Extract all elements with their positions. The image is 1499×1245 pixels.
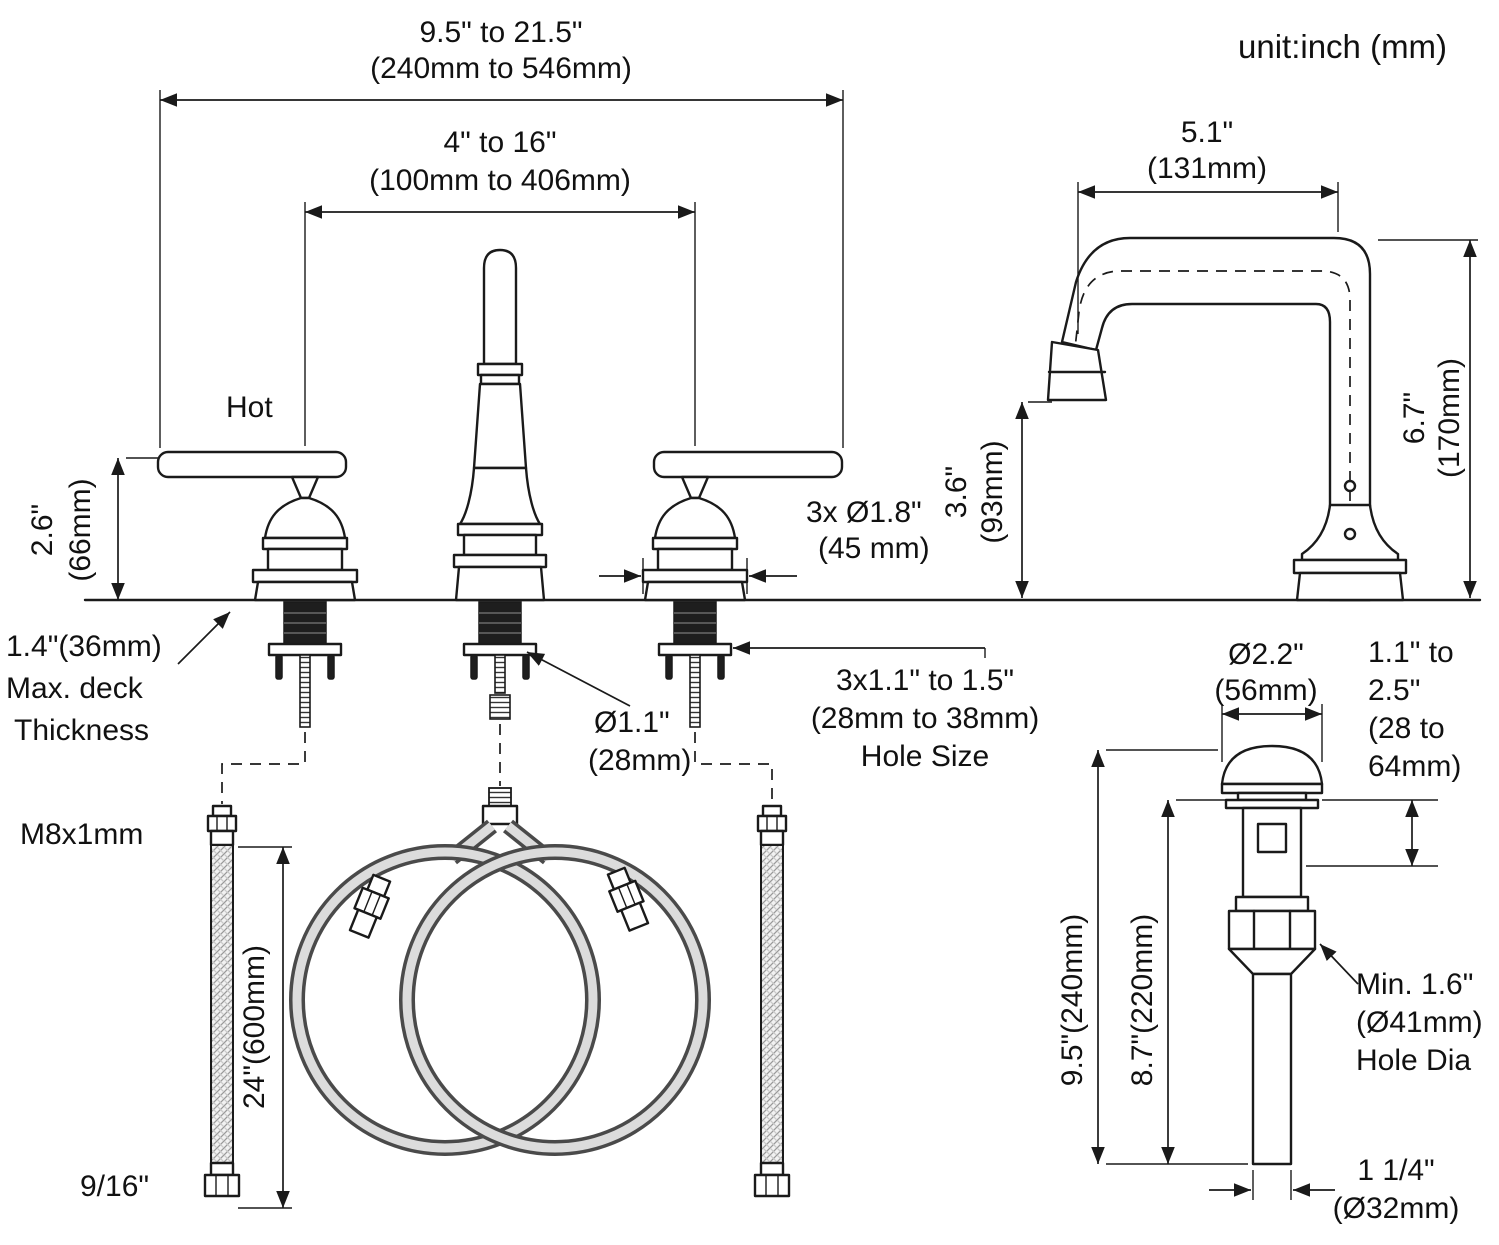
dim-total-height-inch-label: 6.7"	[1398, 392, 1431, 444]
dim-spread-inch-label: 4" to 16"	[443, 126, 556, 159]
dim-base-dia-line1: 3x Ø1.8"	[806, 496, 922, 529]
hole-dia-line1: Min. 1.6"	[1356, 968, 1473, 1001]
dim-handle-height: 2.6" (66mm)	[26, 457, 158, 600]
unit-note: unit:inch (mm)	[1238, 28, 1447, 65]
spout-aerator	[1046, 340, 1108, 402]
deck-thickness-note: 1.4"(36mm) Max. deck Thickness	[6, 611, 231, 747]
hose-nut-size-label: 9/16"	[80, 1170, 149, 1203]
dim-drain-body-label: 8.7"(220mm)	[1126, 914, 1159, 1086]
deck-range-line1: 1.1" to	[1368, 636, 1454, 669]
dim-outlet-height-inch-label: 3.6"	[940, 466, 973, 518]
center-spout	[452, 248, 548, 602]
dim-total-height-mm-label: (170mm)	[1433, 358, 1466, 478]
cold-handle	[641, 450, 844, 602]
dim-reach-mm-label: (131mm)	[1147, 152, 1267, 185]
hole-size-line2: (28mm to 38mm)	[811, 702, 1039, 735]
drain-hole-note: Min. 1.6" (Ø41mm) Hole Dia	[1319, 943, 1483, 1077]
hole-size-note: 3x1.1" to 1.5" (28mm to 38mm) Hole Size	[733, 641, 1039, 773]
mounting-hardware-left	[267, 601, 343, 728]
dim-drain-body-length: 8.7"(220mm)	[1126, 799, 1240, 1164]
dim-drain-cap: Ø2.2" (56mm)	[1214, 638, 1323, 762]
dim-spread-mm-label: (100mm to 406mm)	[369, 164, 631, 197]
dim-tailpiece-mm-label: (Ø32mm)	[1333, 1192, 1460, 1225]
dim-base-dia-line2: (45 mm)	[818, 532, 930, 565]
dim-hose-length-label: 24"(600mm)	[238, 945, 271, 1109]
spout-base	[1292, 479, 1408, 602]
hole-dia-line2: (Ø41mm)	[1356, 1006, 1483, 1039]
deck-thickness-line1: 1.4"(36mm)	[6, 630, 162, 663]
dim-handle-height-mm-label: (66mm)	[64, 478, 97, 581]
dim-outlet-height: 3.6" (93mm)	[940, 401, 1052, 598]
mounting-hardware-right	[657, 601, 733, 728]
hot-handle	[156, 450, 359, 602]
dim-hose-length: 24"(600mm)	[238, 846, 292, 1209]
drain-view: Ø2.2" (56mm) 1.1" to 2.5" (28 to 64mm) 9…	[1056, 636, 1483, 1225]
dim-spout-reach: 5.1" (131mm)	[1077, 116, 1339, 334]
deck-thickness-line3: Thickness	[14, 714, 149, 747]
dim-tailpiece-inch-label: 1 1/4"	[1357, 1154, 1434, 1187]
dim-drain-total-label: 9.5"(240mm)	[1056, 914, 1089, 1086]
thread-size-label: M8x1mm	[20, 818, 143, 851]
deck-range-line3: (28 to	[1368, 712, 1445, 745]
supply-hose-right	[753, 804, 791, 1198]
deck-thickness-line2: Max. deck	[6, 672, 144, 705]
dim-overall-inch-label: 9.5" to 21.5"	[419, 16, 582, 49]
dim-cap-inch-label: Ø2.2"	[1228, 638, 1304, 671]
hole-size-line1: 3x1.1" to 1.5"	[836, 664, 1014, 697]
hot-label: Hot	[226, 391, 273, 424]
drain-assembly	[1220, 744, 1324, 1166]
main-view: 9.5" to 21.5" (240mm to 546mm) 4" to 16"…	[6, 16, 1039, 1209]
hose-end-fitting-left	[348, 873, 392, 939]
deck-range-line2: 2.5"	[1368, 674, 1420, 707]
deck-range-line4: 64mm)	[1368, 750, 1461, 783]
hose-end-fitting-right	[606, 866, 650, 932]
supply-hose-left	[203, 804, 241, 1198]
dim-overall-width: 9.5" to 21.5" (240mm to 546mm)	[159, 16, 844, 448]
drain-deck-range-note: 1.1" to 2.5" (28 to 64mm)	[1306, 636, 1461, 867]
mounting-hardware-center	[462, 601, 538, 720]
dim-reach-inch-label: 5.1"	[1181, 116, 1233, 149]
dim-handle-height-inch-label: 2.6"	[26, 504, 59, 556]
dim-tailpiece: 1 1/4" (Ø32mm)	[1209, 1154, 1459, 1225]
dim-outlet-height-mm-label: (93mm)	[976, 440, 1009, 543]
dim-shank-dia-line2: (28mm)	[588, 744, 691, 777]
dim-handle-spread: 4" to 16" (100mm to 406mm)	[304, 126, 696, 446]
dim-base-diameter: 3x Ø1.8" (45 mm)	[599, 496, 930, 594]
supply-hose-loops	[289, 787, 711, 1156]
dim-shank-dia-line1: Ø1.1"	[594, 706, 670, 739]
spout-side-view: 5.1" (131mm) 3.6" (93mm) 6.7" (170mm)	[940, 116, 1478, 602]
hole-size-line3: Hole Size	[861, 740, 989, 773]
assembly-guide-lines	[221, 724, 773, 804]
spout-centerline	[1071, 270, 1351, 596]
dim-drain-total-length: 9.5"(240mm)	[1056, 749, 1248, 1165]
hole-dia-line3: Hole Dia	[1356, 1044, 1471, 1077]
dim-cap-mm-label: (56mm)	[1214, 674, 1317, 707]
dim-overall-mm-label: (240mm to 546mm)	[370, 52, 632, 85]
dim-total-height: 6.7" (170mm)	[1378, 239, 1478, 598]
dim-shank-diameter: Ø1.1" (28mm)	[526, 651, 691, 777]
